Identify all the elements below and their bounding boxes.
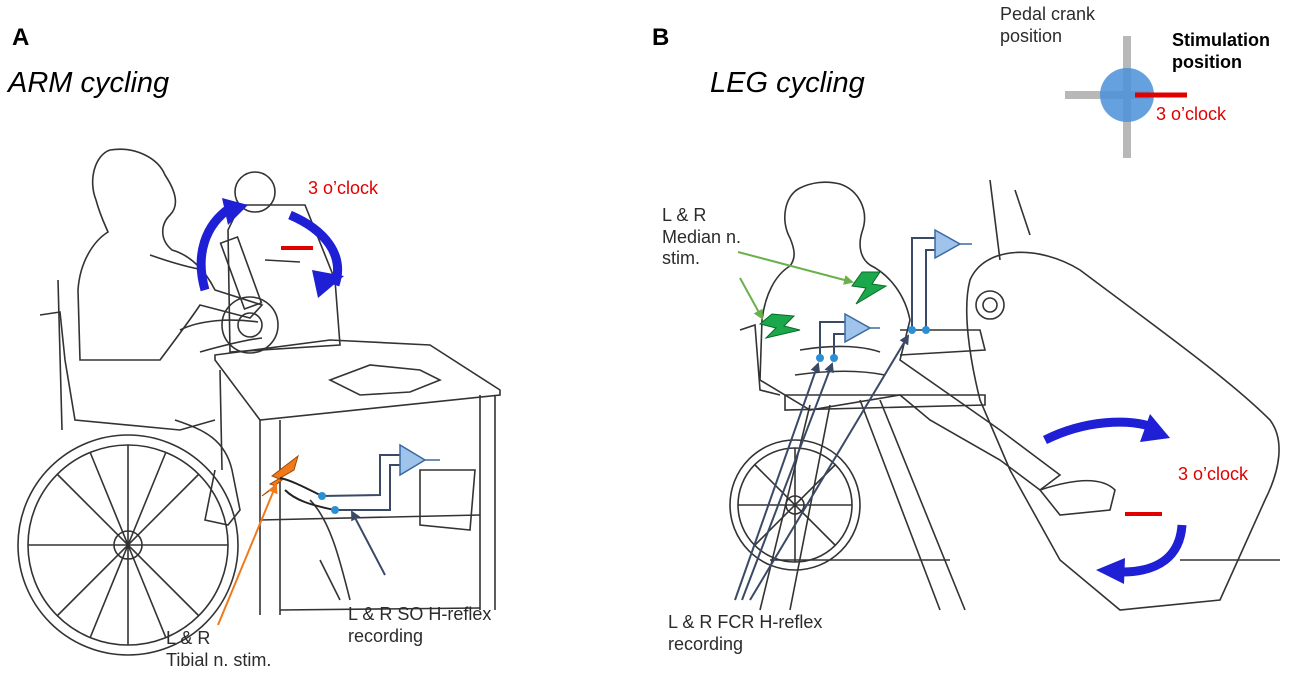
panel-a-title: ARM cycling: [8, 67, 170, 99]
legend-stim-position-label: Stimulation position: [1172, 30, 1270, 72]
electrode-b4: [830, 354, 838, 362]
person-a-outline: [77, 148, 264, 361]
panel-b-letter: B: [652, 24, 670, 51]
amplifier-b-lower: [844, 312, 872, 344]
panel-a-letter: A: [12, 24, 30, 51]
electrode-b1: [908, 326, 916, 334]
recording-pointer-b2: [741, 362, 834, 601]
trainer-frame: [784, 394, 986, 411]
recording-wire-a: [279, 477, 323, 497]
green-pointer-2: [739, 277, 763, 320]
arm-ergometer: [227, 204, 341, 353]
person-b-outline: [759, 181, 1062, 491]
blue-arrow-up: [196, 204, 233, 292]
panel-b-rotation-arrows: [1042, 414, 1187, 584]
panel-b-clock-label: 3 o’clock: [1178, 464, 1249, 484]
green-pointer-1: [737, 251, 854, 285]
panel-b-illustration: [729, 179, 1280, 611]
crank-position-legend: [1065, 36, 1187, 158]
blue-arrow-top-b: [1042, 417, 1157, 445]
recording-pointer-b3: [749, 334, 910, 601]
wheelchair-a-wheel: [17, 434, 239, 656]
panel-b-record-label: L & R FCR H-reflex recording: [668, 612, 823, 654]
green-stim-bolt-1: [851, 271, 888, 305]
panel-a-record-label: L & R SO H-reflex recording: [348, 604, 492, 646]
orange-pointer-line: [217, 483, 278, 626]
recording-pointer-b1: [734, 362, 821, 601]
panel-a-stim-label: L & R Tibial n. stim.: [166, 628, 272, 670]
panel-a-rotation-arrows: [196, 198, 344, 298]
table-a: [214, 339, 501, 421]
electrode-a1: [318, 492, 326, 500]
electrode-b2: [922, 326, 930, 334]
panel-a-stimulation: [217, 443, 440, 626]
green-stim-bolt-2: [758, 313, 801, 339]
amplifier-a: [399, 443, 427, 477]
panel-b-stimulation: [734, 228, 972, 601]
wheelchair-b-wheel: [729, 439, 861, 571]
panel-a-clock-label: 3 o’clock: [308, 178, 379, 198]
blue-arrow-bottom-b: [1117, 524, 1187, 577]
recording-pointer-a: [351, 510, 386, 576]
panel-a-illustration: [17, 148, 501, 656]
crank-hub: [1100, 68, 1154, 122]
leg-cycle-housing: [965, 251, 1280, 611]
panel-b-title: LEG cycling: [710, 67, 865, 99]
electrode-b3: [816, 354, 824, 362]
electrode-a2: [331, 506, 339, 514]
legend-clock-label: 3 o’clock: [1156, 104, 1227, 124]
legend-crank-label: Pedal crank position: [1000, 4, 1096, 46]
wheelchair-a-frame: [39, 311, 216, 431]
amplifier-b-upper: [934, 228, 962, 260]
panel-b-stim-label: L & R Median n. stim.: [662, 205, 742, 269]
